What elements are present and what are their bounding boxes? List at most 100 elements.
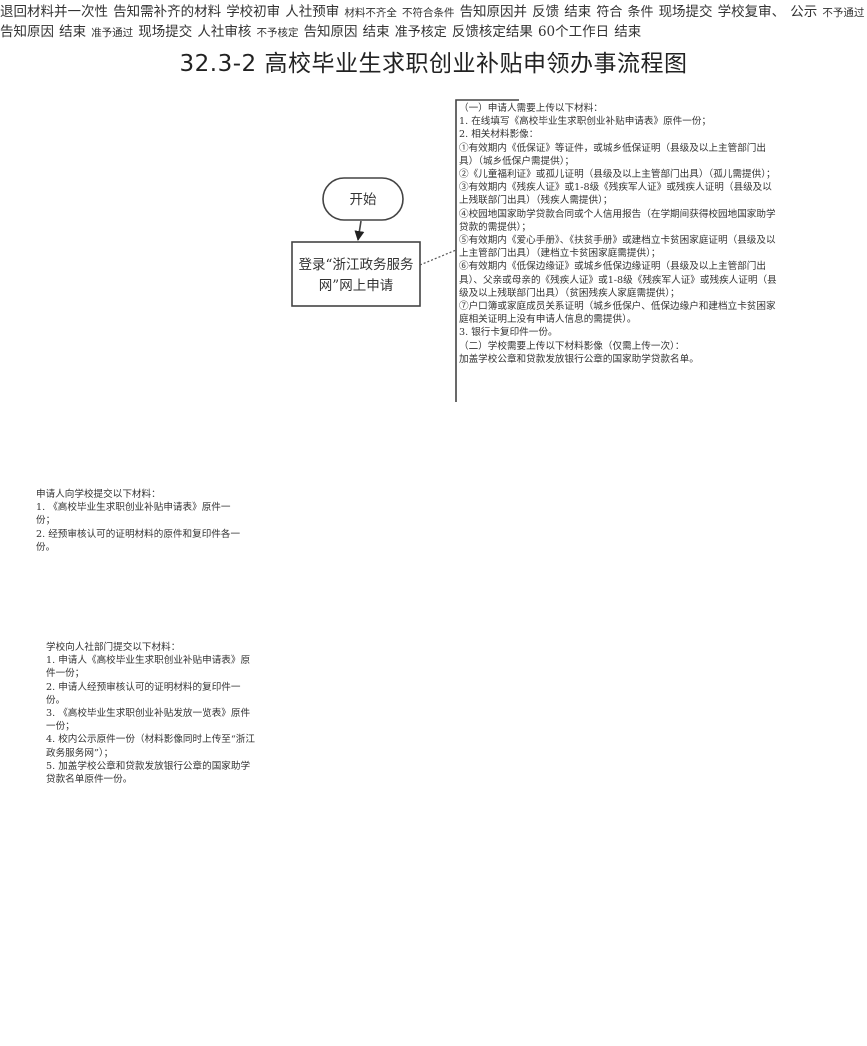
second-review-line2: 公示	[790, 4, 818, 20]
connector-apply-note	[419, 249, 457, 266]
edge-label-passed: 准予通过	[91, 27, 134, 39]
edge-hr-not-approved: 不予核定 告知原因 结束 准予核定 反馈核定结果 60个工作日 结束 （一）申请…	[36, 21, 777, 785]
edge-label-eligible-1: 符合	[596, 5, 623, 20]
note-line: 1. 《高校毕业生求职创业补贴申请表》原件一份；	[36, 502, 231, 527]
note-line: 2. 申请人经预审核认可的证明材料的复印件一份。	[46, 681, 241, 706]
note-line: 学校向人社部门提交以下材料：	[46, 642, 181, 653]
edge-not-approved-arrow: 告知原因 结束 准予核定 反馈核定结果 60个工作日 结束 （一）申请人需要上传…	[36, 21, 777, 785]
edge-reason2-to-end: 结束 准予核定 反馈核定结果 60个工作日 结束 （一）申请人需要上传以下材料：…	[36, 21, 777, 785]
note-line: ②《儿童福利证》或孤儿证明（县级及以上主管部门出具）（孤儿需提供）；	[459, 169, 776, 181]
end-node-1: 结束	[564, 1, 596, 20]
first-review-decision: 学校初审 人社预审	[226, 1, 344, 20]
edge-feedback-to-final-end: 结束 （一）申请人需要上传以下材料： 1. 在线填写《高校毕业生求职创业补贴申请…	[36, 21, 777, 785]
notify-reason-node-2: 告知原因	[304, 21, 363, 40]
note-line: ⑤有效期内《爱心手册》、《扶贫手册》或建档立卡贫困家庭证明（县级及以上主管部门出…	[459, 235, 776, 260]
end-final-label: 结束	[614, 24, 642, 40]
end-2-label: 结束	[59, 24, 87, 40]
edge-label-incomplete: 材料不齐全	[344, 7, 397, 19]
note-line: 1. 申请人《高校毕业生求职创业补贴申请表》原件一份；	[46, 655, 251, 680]
second-review-line1: 学校复审、	[717, 4, 786, 20]
edge-not-passed-arrow: 告知原因 结束 准予通过 现场提交 人社审核 不予核定 告知原因 结束 准予核定…	[0, 21, 777, 785]
onsite-submit-2-label: 现场提交	[138, 24, 193, 40]
notify-feedback-line2: 反馈	[532, 4, 560, 20]
edge-label-approved: 准予核定	[394, 25, 447, 40]
note-line: ⑦户口簿或家庭成员关系证明（城乡低保户、低保边缘户和建档立卡贫困家庭相关证明上没…	[459, 301, 776, 326]
edge-second-review-not-passed: 不予通过 告知原因 结束 准予通过 现场提交 人社审核 不予核定 告知原因 结束…	[0, 1, 865, 785]
edge-incomplete-to-return: 不符合条件 告知原因并 反馈 结束 符合 条件 现场提交 学校复审、 公示 不予…	[0, 1, 865, 785]
page-title: 32.3-2 高校毕业生求职创业补贴申领办事流程图	[179, 51, 688, 77]
note-bracket-online	[455, 99, 519, 402]
online-apply-line2: 网”网上申请	[319, 278, 393, 294]
end-node-final: 结束	[614, 21, 641, 40]
edge-review-eligible: 符合 条件 现场提交 学校复审、 公示 不予通过 告知原因 结束 准予通过 现场…	[0, 1, 865, 785]
edge-eligible-arrow: 现场提交 学校复审、 公示 不予通过 告知原因 结束 准予通过 现场提交 人社审…	[0, 1, 865, 785]
feedback-result-node: 反馈核定结果 60个工作日	[452, 21, 614, 40]
note-line: （一）申请人需要上传以下材料：	[459, 103, 603, 114]
edge-label-not-approved: 不予核定	[256, 27, 299, 39]
notify-reason-1-label: 告知原因	[0, 24, 54, 40]
edge-approved-arrow: 反馈核定结果 60个工作日 结束 （一）申请人需要上传以下材料： 1. 在线填写…	[36, 21, 777, 785]
onsite-submit-1-label: 现场提交	[658, 4, 713, 20]
edge-passed-arrow: 现场提交 人社审核 不予核定 告知原因 结束 准予核定 反馈核定结果 60个工作…	[36, 21, 777, 785]
note-line: ⑥有效期内《低保边缘证》或城乡低保边缘证明（县级及以上主管部门出具）、父亲或母亲…	[459, 261, 777, 299]
hr-review-label: 人社审核	[197, 24, 252, 40]
edge-review-incomplete: 材料不齐全 不符合条件 告知原因并 反馈 结束 符合 条件 现场提交 学校复审、…	[0, 1, 865, 785]
edge-feedback-to-end: 结束 符合 条件 现场提交 学校复审、 公示 不予通过 告知原因 结束 准予通过…	[0, 1, 865, 785]
hr-review-decision: 人社审核	[197, 21, 256, 40]
return-materials-node: 退回材料并一次性 告知需补齐的材料	[0, 1, 226, 20]
return-materials-line1: 退回材料并一次性	[0, 4, 108, 20]
edge-label-not-eligible: 不符合条件	[401, 7, 455, 19]
note-line: ③有效期内《残疾人证》或1-8级《残疾军人证》或残疾人证明（县级及以上残联部门出…	[459, 182, 772, 207]
note-online-materials: （一）申请人需要上传以下材料： 1. 在线填写《高校毕业生求职创业补贴申请表》原…	[459, 102, 779, 366]
edge-apply-to-review: 学校初审 人社预审 材料不齐全 不符合条件 告知原因并 反馈 结束 符合 条件 …	[0, 1, 865, 785]
onsite-submit-node-1: 现场提交	[659, 1, 718, 20]
note-line: ①有效期内《低保证》等证件，或城乡低保证明（县级及以上主管部门出具）（城乡低保户…	[459, 142, 766, 167]
start-node: 开始	[322, 177, 404, 221]
first-review-line2: 人社预审	[285, 4, 340, 20]
note-onsite-materials-2: 学校向人社部门提交以下材料： 1. 申请人《高校毕业生求职创业补贴申请表》原件一…	[46, 641, 256, 786]
connector-onsite1-note: 学校复审、 公示 不予通过 告知原因 结束 准予通过 现场提交 人社审核 不予核…	[0, 1, 865, 785]
notify-reason-2-label: 告知原因	[303, 24, 358, 40]
feedback-result-line1: 反馈核定结果	[451, 24, 533, 40]
note-line: ④校园地国家助学贷款合同或个人信用报告（在学期间获得校园地国家助学贷款的需提供）…	[459, 208, 776, 233]
notify-reason-node-1: 告知原因	[0, 21, 59, 40]
edge-reason1-to-end: 结束 准予通过 现场提交 人社审核 不予核定 告知原因 结束 准予核定 反馈核定…	[36, 21, 777, 785]
note-line: 2. 经预审核认可的证明材料的原件和复印件各一份。	[36, 528, 241, 553]
note-line: 申请人向学校提交以下材料：	[36, 489, 161, 500]
note-onsite-materials-1: 申请人向学校提交以下材料： 1. 《高校毕业生求职创业补贴申请表》原件一份； 2…	[36, 488, 242, 554]
end-3-label: 结束	[362, 24, 390, 40]
note-line: 2. 相关材料影像：	[459, 129, 539, 141]
first-review-line1: 学校初审	[226, 4, 281, 20]
notify-feedback-line1: 告知原因并	[459, 4, 528, 20]
end-node-2: 结束	[59, 21, 91, 40]
edge-not-eligible-arrow: 告知原因并 反馈 结束 符合 条件 现场提交 学校复审、 公示 不予通过 告知原…	[0, 1, 865, 785]
edge-label-eligible-2: 条件	[627, 5, 654, 20]
connector-onsite2-note: 人社审核 不予核定 告知原因 结束 准予核定 反馈核定结果 60个工作日 结束 …	[36, 21, 777, 785]
online-apply-node: 登录“浙江政务服务 网”网上申请	[291, 241, 421, 307]
edge-review-not-eligible: 不符合条件 告知原因并 反馈 结束 符合 条件 现场提交 学校复审、 公示 不予…	[0, 1, 865, 785]
edge-hr-approved: 准予核定 反馈核定结果 60个工作日 结束 （一）申请人需要上传以下材料： 1.…	[36, 21, 777, 785]
onsite-submit-node-2: 现场提交	[138, 21, 197, 40]
edge-second-review-passed: 准予通过 现场提交 人社审核 不予核定 告知原因 结束 准予核定 反馈核定结果 …	[36, 21, 777, 785]
edge-return-to-apply: 学校初审 人社预审 材料不齐全 不符合条件 告知原因并 反馈 结束 符合 条件 …	[0, 1, 865, 785]
end-node-3: 结束	[363, 21, 395, 40]
edge-onsite2-to-hr-review: 人社审核 不予核定 告知原因 结束 准予核定 反馈核定结果 60个工作日 结束 …	[36, 21, 777, 785]
notify-feedback-node: 告知原因并 反馈	[460, 1, 565, 20]
note-line: （二）学校需要上传以下材料影像（仅需上传一次）：	[459, 340, 685, 352]
note-bracket-onsite-2: 人社审核 不予核定 告知原因 结束 准予核定 反馈核定结果 60个工作日 结束 …	[36, 21, 777, 785]
start-label: 开始	[350, 192, 377, 208]
note-line: 加盖学校公章和贷款发放银行公章的国家助学贷款名单。	[459, 353, 699, 365]
edge-label-not-passed: 不予通过	[822, 7, 865, 19]
second-review-decision: 学校复审、 公示	[718, 1, 823, 20]
edge-onsite1-to-second-review: 学校复审、 公示 不予通过 告知原因 结束 准予通过 现场提交 人社审核 不予核…	[0, 1, 865, 785]
note-line: 3. 《高校毕业生求职创业补贴发放一览表》原件一份；	[46, 708, 251, 733]
edge-start-to-apply	[354, 220, 365, 241]
note-bracket-onsite-1: 学校复审、 公示 不予通过 告知原因 结束 准予通过 现场提交 人社审核 不予核…	[0, 1, 865, 785]
return-materials-line2: 告知需补齐的材料	[113, 4, 222, 20]
note-line: 3. 银行卡复印件一份。	[459, 327, 558, 339]
note-line: 5. 加盖学校公章和贷款发放银行公章的国家助学贷款名单原件一份。	[46, 760, 251, 786]
note-line: 1. 在线填写《高校毕业生求职创业补贴申请表》原件一份；	[459, 116, 712, 128]
online-apply-line1: 登录“浙江政务服务	[299, 257, 414, 273]
end-1-label: 结束	[564, 4, 592, 20]
